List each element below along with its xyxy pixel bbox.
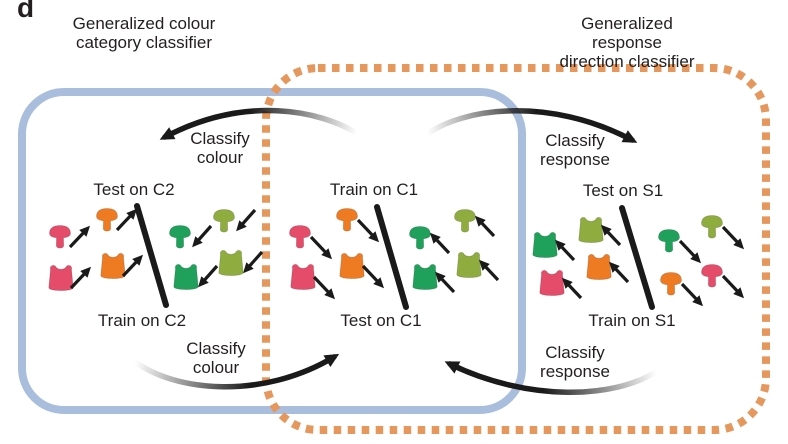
panel-c1-bottom-label: Test on C1 [340, 311, 422, 330]
response-direction-arrow-nw [434, 271, 456, 294]
panel-s1-bottom-label: Train on S1 [588, 311, 676, 330]
classify-colour-arrow-top [159, 107, 361, 140]
response-direction-arrow-sw [198, 264, 219, 288]
response-direction-arrow-nw [429, 232, 451, 255]
figure-letter: d [17, 0, 35, 23]
green-vest-icon [173, 263, 199, 290]
olive-mushroom-icon [454, 209, 476, 233]
response-direction-arrow-sw [236, 208, 257, 232]
olive-mushroom-icon [701, 215, 723, 239]
colour-category-classifier-box [18, 88, 526, 414]
response-direction-arrow-ne [69, 266, 92, 290]
response-direction-arrow-ne [68, 225, 91, 249]
classify-colour-label-bottom: Classify colour [186, 339, 246, 377]
pink-mushroom-icon [701, 264, 723, 288]
divider-s1 [619, 205, 655, 310]
stimulus-panels [48, 203, 745, 310]
olive-vest-icon [456, 251, 482, 278]
response-direction-arrow-nw [561, 277, 583, 300]
orange-mushroom-icon [660, 272, 682, 296]
right-classifier-title: Generalized response direction classifie… [559, 14, 695, 71]
pink-vest-icon [290, 263, 316, 290]
pink-vest-icon [48, 264, 74, 291]
response-direction-arrow-se [356, 218, 380, 243]
response-direction-arrow-nw [600, 224, 622, 247]
response-direction-arrow-ne [115, 208, 138, 232]
response-direction-arrow-nw [608, 261, 630, 284]
response-direction-arrow-nw [478, 259, 500, 282]
pink-mushroom-icon [289, 225, 311, 249]
pink-mushroom-icon [49, 225, 71, 249]
response-direction-arrow-se [721, 225, 745, 250]
classify-response-arrow-bottom [444, 361, 660, 395]
response-direction-arrow-ne [121, 254, 144, 278]
response-direction-arrow-se [678, 239, 702, 264]
response-direction-arrow-se [309, 235, 333, 260]
orange-mushroom-icon [336, 208, 358, 232]
olive-vest-icon [218, 249, 244, 276]
divider-c2 [134, 203, 169, 308]
classify-response-arrow-top [423, 108, 638, 143]
olive-vest-icon [578, 216, 604, 243]
pink-vest-icon [539, 269, 565, 296]
response-direction-classifier-box [262, 64, 770, 434]
orange-vest-icon [339, 252, 365, 279]
response-direction-arrow-se [361, 264, 385, 289]
panel-c1-top-label: Train on C1 [329, 180, 419, 199]
left-classifier-title: Generalized colour category classifier [72, 14, 216, 52]
orange-vest-icon [586, 253, 612, 280]
response-direction-arrow-se [312, 275, 336, 300]
orange-vest-icon [100, 252, 126, 279]
classify-response-label-bottom: Classify response [540, 343, 610, 381]
panel-s1-top-label: Test on S1 [582, 181, 664, 200]
olive-mushroom-icon [213, 209, 235, 233]
green-vest-icon [412, 263, 438, 290]
response-direction-arrow-nw [554, 239, 576, 262]
panel-c2-bottom-label: Train on C2 [97, 311, 187, 330]
divider-c1 [374, 204, 409, 310]
panel-c2-top-label: Test on C2 [93, 180, 175, 199]
green-mushroom-icon [169, 225, 191, 249]
green-mushroom-icon [658, 229, 680, 253]
green-mushroom-icon [409, 226, 431, 250]
orange-mushroom-icon [96, 208, 118, 232]
response-direction-arrow-se [680, 282, 704, 307]
response-direction-arrow-nw [474, 215, 496, 238]
response-direction-arrow-sw [243, 250, 264, 274]
response-direction-arrow-sw [192, 224, 213, 248]
classify-response-label-top: Classify response [540, 131, 610, 169]
classify-colour-arrow-bottom [131, 353, 340, 390]
green-vest-icon [532, 231, 558, 258]
response-direction-arrow-se [721, 274, 745, 299]
classify-colour-label-top: Classify colour [190, 129, 250, 167]
